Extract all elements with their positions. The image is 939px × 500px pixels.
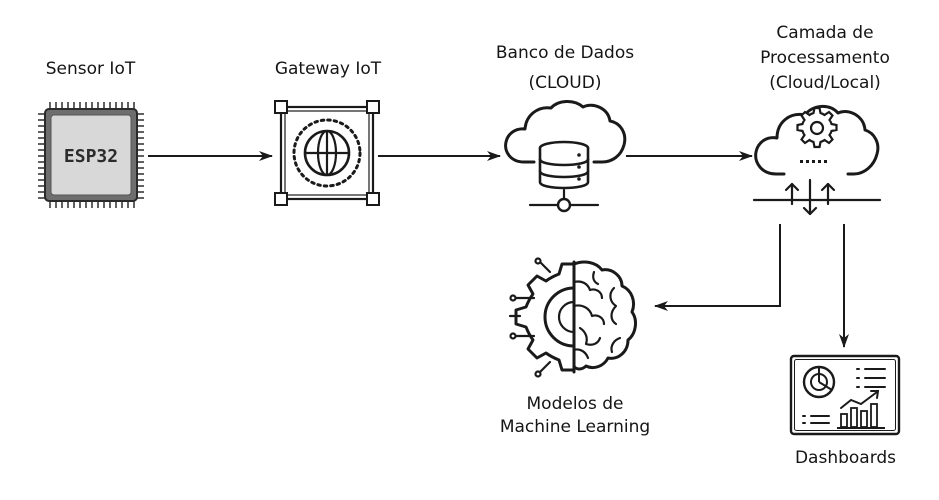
sensor-label: Sensor IoT bbox=[45, 59, 136, 79]
database-label-line2: (CLOUD) bbox=[528, 73, 602, 93]
processing-label-line1: Camada de bbox=[776, 23, 874, 43]
esp32-chip-icon: ESP32 bbox=[38, 102, 144, 208]
ml-label-line1: Modelos de bbox=[526, 394, 624, 414]
cloud-gear-icon bbox=[752, 105, 882, 216]
chip-label: ESP32 bbox=[64, 146, 118, 167]
database-label-line1: Banco de Dados bbox=[495, 43, 635, 63]
processing-label-line2: Processamento bbox=[760, 48, 890, 68]
dashboards-label: Dashboards bbox=[794, 448, 897, 468]
ml-label-line2: Machine Learning bbox=[499, 417, 651, 437]
edge-processing-ml bbox=[654, 224, 781, 311]
globe-icon bbox=[274, 100, 380, 206]
processing-label-line3: (Cloud/Local) bbox=[769, 73, 881, 93]
cloud-database-icon bbox=[504, 100, 627, 213]
dashboard-panel-icon bbox=[789, 354, 901, 436]
gear-brain-icon bbox=[508, 257, 637, 378]
gateway-label: Gateway IoT bbox=[274, 59, 382, 79]
